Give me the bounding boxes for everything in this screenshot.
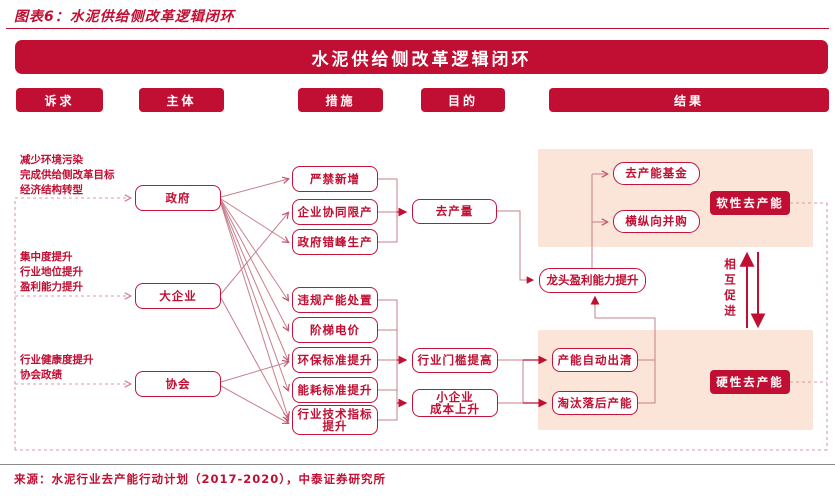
diagram-banner: 水泥供给侧改革逻辑闭环 [15,40,828,74]
appeal-line: 集中度提升 [20,251,73,263]
node-tiered-power-price: 阶梯电价 [292,317,378,343]
column-header-appeal: 诉求 [16,88,103,112]
node-leader-profit-up: 龙头盈利能力提升 [539,268,646,293]
node-government: 政府 [135,185,221,211]
column-header-measure: 措施 [298,88,383,112]
appeal-association: 行业健康度提升 协会政绩 [20,353,94,383]
node-association: 协会 [135,371,221,397]
node-coordinated-limit: 企业协同限产 [292,199,378,225]
node-env-standard-up: 环保标准提升 [292,347,378,373]
appeal-line: 行业健康度提升 [20,354,94,366]
node-auto-clear: 产能自动出清 [552,348,638,372]
node-ban-new-capacity: 严禁新增 [292,166,378,192]
node-soft-capacity-cut: 软性去产能 [710,191,790,215]
appeal-government: 减少环境污染 完成供给侧改革目标 经济结构转型 [20,153,115,198]
source-divider [0,464,835,465]
node-offpeak-production: 政府错峰生产 [292,229,378,255]
node-eliminate-backward: 淘汰落后产能 [552,391,638,415]
node-capacity-fund: 去产能基金 [613,162,700,185]
node-illegal-capacity: 违规产能处置 [292,287,378,313]
appeal-line: 协会政绩 [20,369,62,381]
node-cut-output: 去产量 [412,199,497,224]
title-divider [6,28,829,29]
node-hard-capacity-cut: 硬性去产能 [710,370,790,394]
node-mna: 横纵向并购 [613,210,700,233]
mutual-promotion-label: 相互促进 [723,258,737,320]
node-label-line: 成本上升 [430,402,480,416]
appeal-line: 经济结构转型 [20,184,83,196]
node-label-line: 行业技术指标 [297,406,373,421]
column-header-subject: 主体 [139,88,224,112]
source-note: 来源：水泥行业去产能行动计划（2017-2020），中泰证券研究所 [14,472,387,486]
column-header-purpose: 目的 [421,88,505,112]
node-energy-standard-up: 能耗标准提升 [292,377,378,403]
appeal-line: 减少环境污染 [20,154,83,166]
node-small-firm-cost-up: 小企业 成本上升 [412,389,498,417]
node-label-line: 提升 [322,419,348,433]
appeal-line: 盈利能力提升 [20,281,83,293]
appeal-large-enterprise: 集中度提升 行业地位提升 盈利能力提升 [20,250,83,295]
appeal-line: 完成供给侧改革目标 [20,169,115,181]
node-threshold-up: 行业门槛提高 [412,348,498,373]
node-large-enterprise: 大企业 [135,283,221,309]
column-header-result: 结果 [549,88,829,112]
node-label-line: 小企业 [436,389,474,404]
node-tech-indicator-up: 行业技术指标 提升 [292,405,378,435]
figure-title: 图表6：水泥供给侧改革逻辑闭环 [14,9,235,25]
appeal-line: 行业地位提升 [20,266,83,278]
